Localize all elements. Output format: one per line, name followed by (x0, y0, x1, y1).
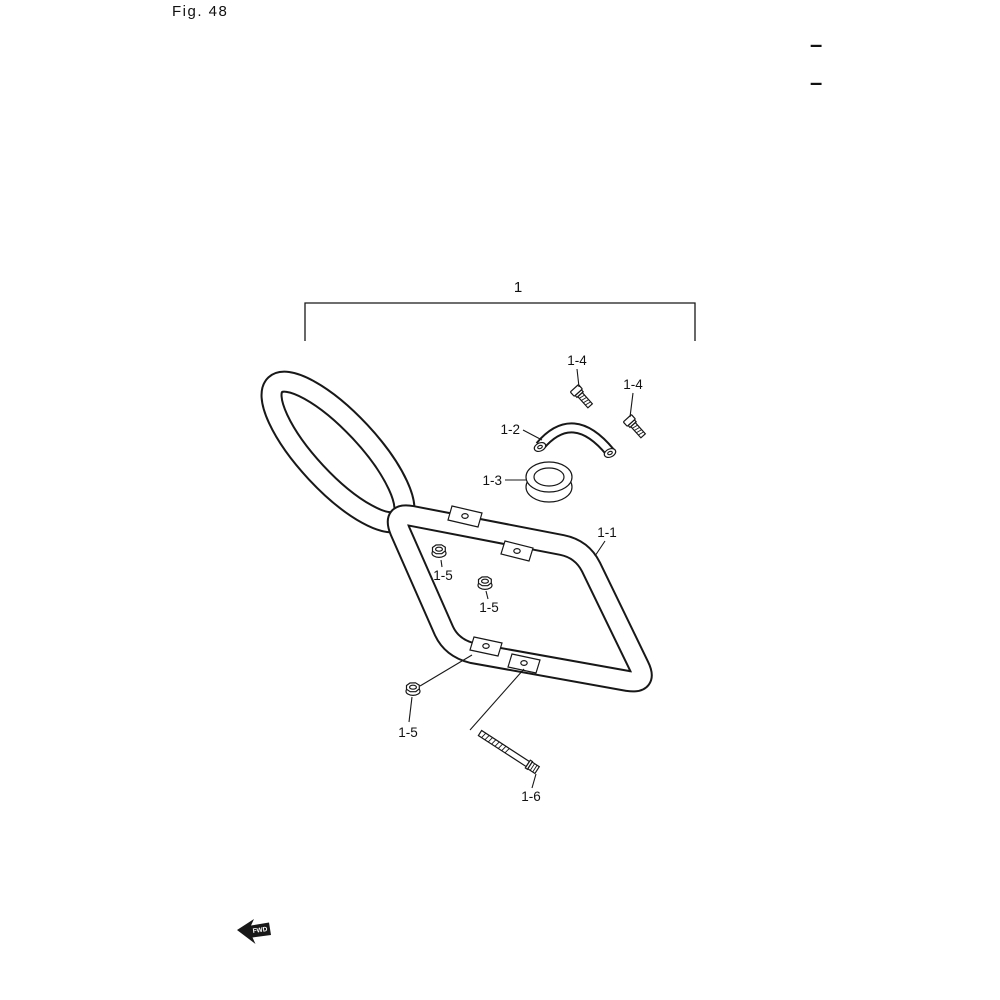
leader-nut-bottom-to-frame (419, 654, 473, 687)
figure-title: Fig. 48 (172, 3, 229, 20)
nut-middle-icon (477, 576, 493, 591)
margin-dash-bottom: – (810, 70, 823, 95)
mounting-tab-bottom-right (507, 653, 541, 674)
assembly-bracket (304, 302, 696, 341)
label-frame: 1-1 (597, 525, 617, 540)
leader-bolt-upper (576, 368, 580, 388)
label-nut-middle: 1-5 (479, 600, 499, 615)
bolt-upper-icon (569, 383, 595, 411)
clamp-strap (533, 422, 617, 459)
label-nut-bottom: 1-5 (398, 725, 418, 740)
fwd-direction-arrow: FWD (237, 919, 271, 944)
label-mounting-bolt: 1-6 (521, 789, 541, 804)
mounting-tab-top-right (500, 540, 534, 562)
leader-nut-middle (485, 590, 489, 600)
mounting-tab-bottom-left (469, 636, 503, 657)
fwd-arrow-shape (237, 919, 271, 944)
assembly-label: 1 (514, 279, 522, 296)
nut-top-icon (431, 544, 447, 559)
leader-nut-top (440, 559, 443, 568)
mounting-bolt-icon (476, 728, 541, 775)
leader-bolt-long-to-frame (469, 668, 525, 731)
label-nut-top: 1-5 (433, 568, 453, 583)
leader-frame (594, 540, 606, 557)
leader-bolt-long (531, 773, 537, 789)
bolt-lower-icon (622, 413, 648, 441)
mounting-tab-top-left (447, 505, 483, 528)
bumper-frame (260, 370, 653, 693)
label-bolt-lower: 1-4 (623, 377, 643, 392)
frame-main-loop-core (388, 506, 651, 691)
spacer-collar (525, 461, 573, 503)
leader-bolt-lower (629, 392, 634, 418)
label-spacer: 1-3 (482, 473, 502, 488)
margin-dash-top: – (810, 32, 823, 57)
label-clamp: 1-2 (500, 422, 520, 437)
nut-bottom-icon (405, 682, 421, 697)
leader-nut-bottom (408, 696, 413, 723)
label-bolt-upper: 1-4 (567, 353, 587, 368)
fwd-arrow-label: FWD (252, 926, 268, 935)
leader-clamp (522, 429, 543, 441)
